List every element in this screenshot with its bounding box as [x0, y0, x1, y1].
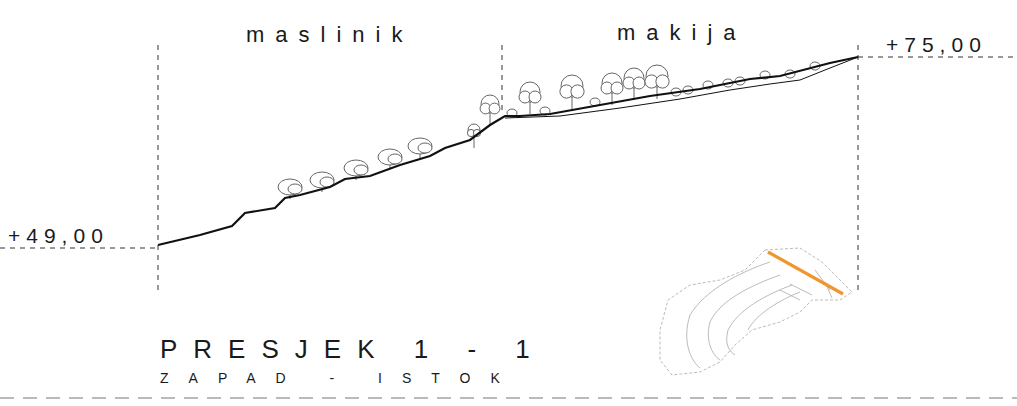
guide-lines: [0, 45, 1017, 290]
zone-label: makija: [617, 22, 747, 44]
zone-label: maslinik: [246, 24, 413, 46]
key-map: [660, 248, 852, 375]
frame-line: [0, 397, 1017, 398]
ground-line: [158, 57, 858, 245]
elevation-label: +75,00: [886, 34, 987, 55]
section-title: PRESJEK 1 - 1: [160, 336, 546, 362]
ground-line-secondary: [505, 57, 858, 118]
section-cut-line: [768, 252, 843, 294]
elevation-label: +49,00: [8, 225, 109, 246]
vegetation: [278, 62, 820, 199]
section-subtitle: ZAPAD - ISTOK: [160, 371, 520, 385]
